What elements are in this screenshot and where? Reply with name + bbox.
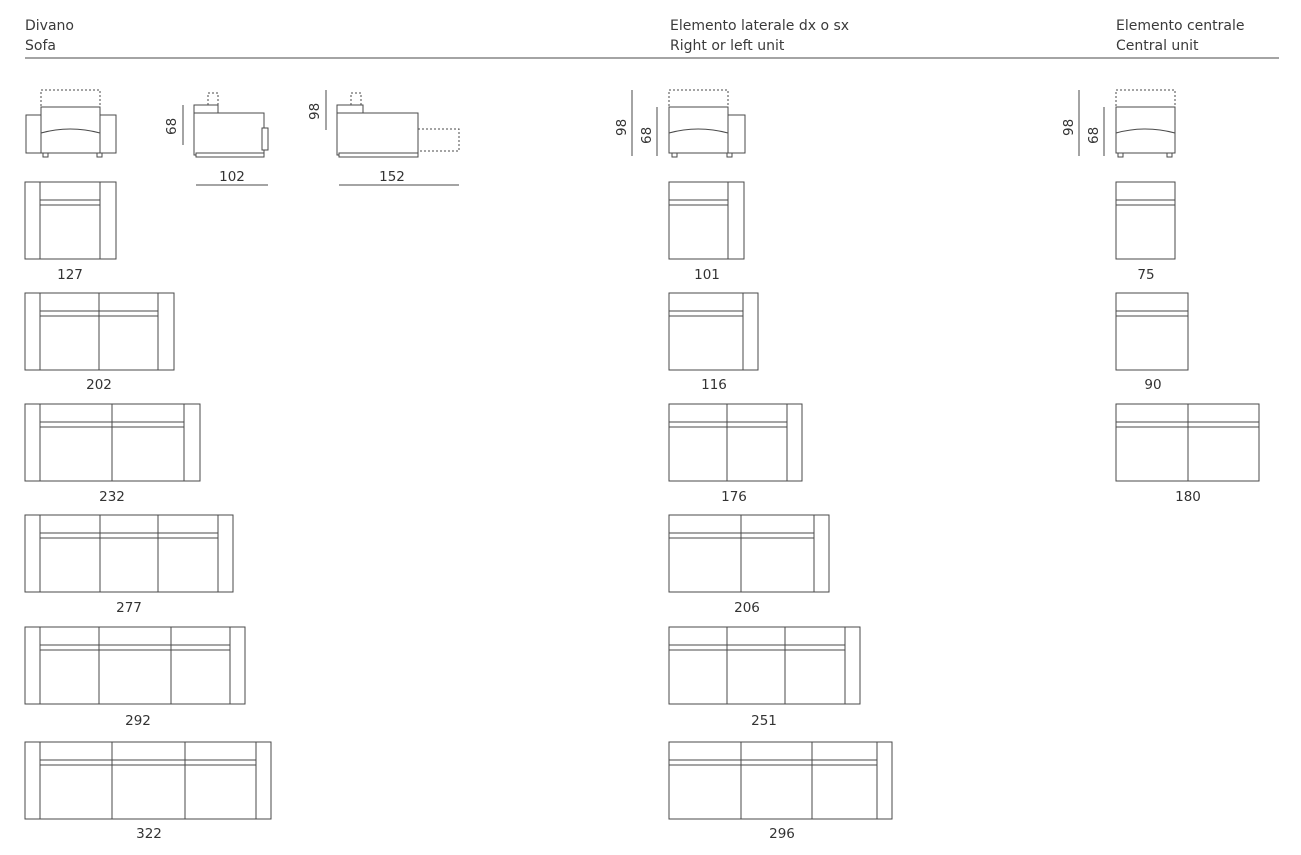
width-label: 251 — [751, 713, 777, 729]
sofa-plan-277: 277 — [24, 514, 234, 616]
side-unit-front-elevation: 98 68 — [614, 89, 746, 158]
width-label: 277 — [116, 600, 142, 616]
width-label: 127 — [57, 267, 83, 283]
width-label: 180 — [1175, 489, 1201, 505]
central-unit-plan-75: 75 — [1115, 181, 1176, 283]
width-label: 202 — [86, 377, 112, 393]
width-label: 75 — [1137, 267, 1154, 283]
width-label: 292 — [125, 713, 151, 729]
side-unit-title-it: Elemento laterale dx o sx — [670, 18, 849, 34]
side-unit-plan-101: 101 — [668, 181, 745, 283]
width-label: 296 — [769, 826, 795, 842]
width-label: 322 — [136, 826, 162, 842]
sofa-plan-292: 292 — [24, 626, 246, 729]
depth-standard-label: 102 — [219, 169, 245, 185]
central-unit-plan-180: 180 — [1115, 403, 1260, 505]
side-unit-title-en: Right or left unit — [670, 38, 785, 54]
width-label: 90 — [1144, 377, 1161, 393]
side-unit-plan-251: 251 — [668, 626, 861, 729]
side-unit-plan-206: 206 — [668, 514, 830, 616]
central-unit-title-en: Central unit — [1116, 38, 1199, 54]
sofa-side-view-extended: 98 152 — [307, 90, 460, 186]
sofa-plan-202: 202 — [24, 292, 175, 393]
central-unit-back-height-label: 98 — [1061, 119, 1077, 136]
width-label: 101 — [694, 267, 720, 283]
sofa-plan-322: 322 — [24, 741, 272, 842]
depth-extended-label: 152 — [379, 169, 405, 185]
sofa-side-view-standard: 68 102 — [164, 92, 269, 186]
sofa-plan-232: 232 — [24, 403, 201, 505]
side-unit-plan-116: 116 — [668, 292, 759, 393]
sofa-front-elevation — [25, 89, 117, 158]
side-unit-back-height-label: 98 — [614, 119, 630, 136]
width-label: 116 — [701, 377, 727, 393]
sofa-title-en: Sofa — [25, 38, 56, 54]
width-label: 176 — [721, 489, 747, 505]
central-unit-title-it: Elemento centrale — [1116, 18, 1245, 34]
back-height-label: 98 — [307, 103, 323, 120]
side-unit-seat-height-label: 68 — [639, 127, 655, 144]
seat-height-label: 68 — [164, 118, 180, 135]
sofa-title-it: Divano — [25, 18, 74, 34]
side-unit-plan-176: 176 — [668, 403, 803, 505]
central-unit-seat-height-label: 68 — [1086, 127, 1102, 144]
width-label: 206 — [734, 600, 760, 616]
sofa-plan-127: 127 — [24, 181, 117, 283]
width-label: 232 — [99, 489, 125, 505]
central-unit-front-elevation: 98 68 — [1061, 89, 1176, 158]
central-unit-plan-90: 90 — [1115, 292, 1189, 393]
side-unit-plan-296: 296 — [668, 741, 893, 842]
